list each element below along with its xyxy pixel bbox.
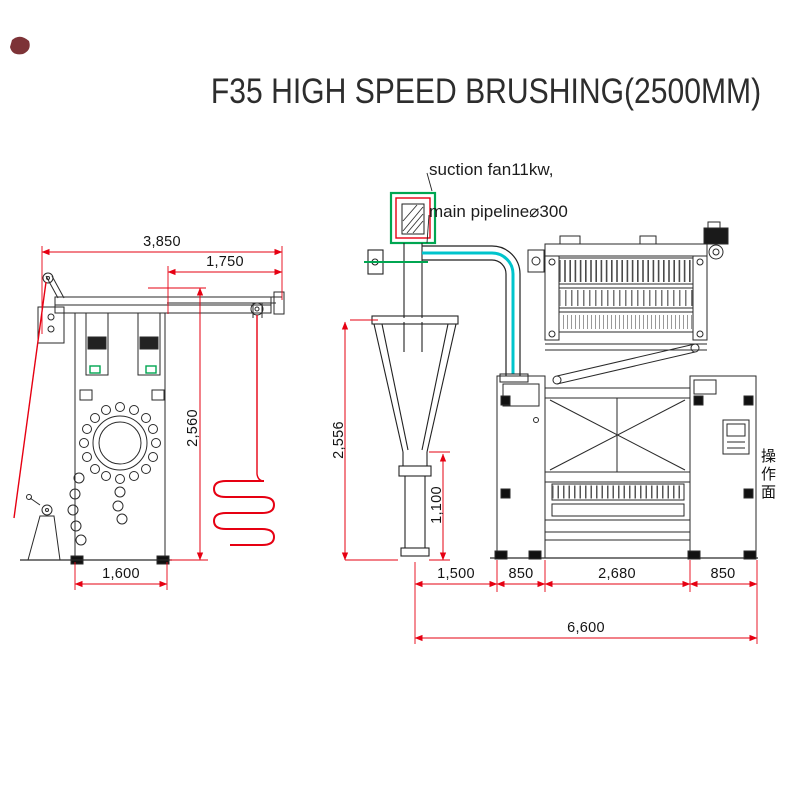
fabric-path	[13, 281, 276, 546]
logo-mark	[10, 36, 30, 55]
leader-lines	[426, 172, 433, 244]
machine-front-view	[490, 221, 758, 560]
operator-side-label: 操作面	[759, 448, 776, 502]
dim-body-width-label: 2,680	[598, 566, 636, 582]
dim-fan-to-machine-label: 1,500	[437, 566, 475, 582]
dim-total-width-label: 6,600	[567, 620, 605, 636]
dim-left-pedestal-label: 850	[508, 566, 534, 582]
drawing-title: F35 HIGH SPEED BRUSHING(2500MM)	[210, 72, 762, 111]
dimension-lines	[41, 246, 758, 644]
dim-left-overall-label: 3,850	[143, 234, 181, 250]
dim-left-upper-label: 1,750	[206, 254, 244, 270]
left-view-green-parts	[89, 365, 157, 374]
dim-left-base-label: 1,600	[102, 566, 140, 582]
dim-left-height-label: 2,560	[185, 409, 201, 447]
left-side-view	[20, 272, 285, 565]
suction-fan-note: suction fan11kw,	[429, 160, 554, 179]
suction-fan-box	[389, 191, 437, 245]
main-pipeline	[422, 245, 529, 383]
dim-right-pedestal-label: 850	[710, 566, 736, 582]
dim-right-height-label: 2,556	[331, 421, 347, 459]
main-pipeline-note: main pipeline⌀300	[429, 202, 568, 221]
cyclone-funnel	[371, 315, 459, 557]
dim-funnel-height-label: 1,100	[429, 486, 445, 524]
